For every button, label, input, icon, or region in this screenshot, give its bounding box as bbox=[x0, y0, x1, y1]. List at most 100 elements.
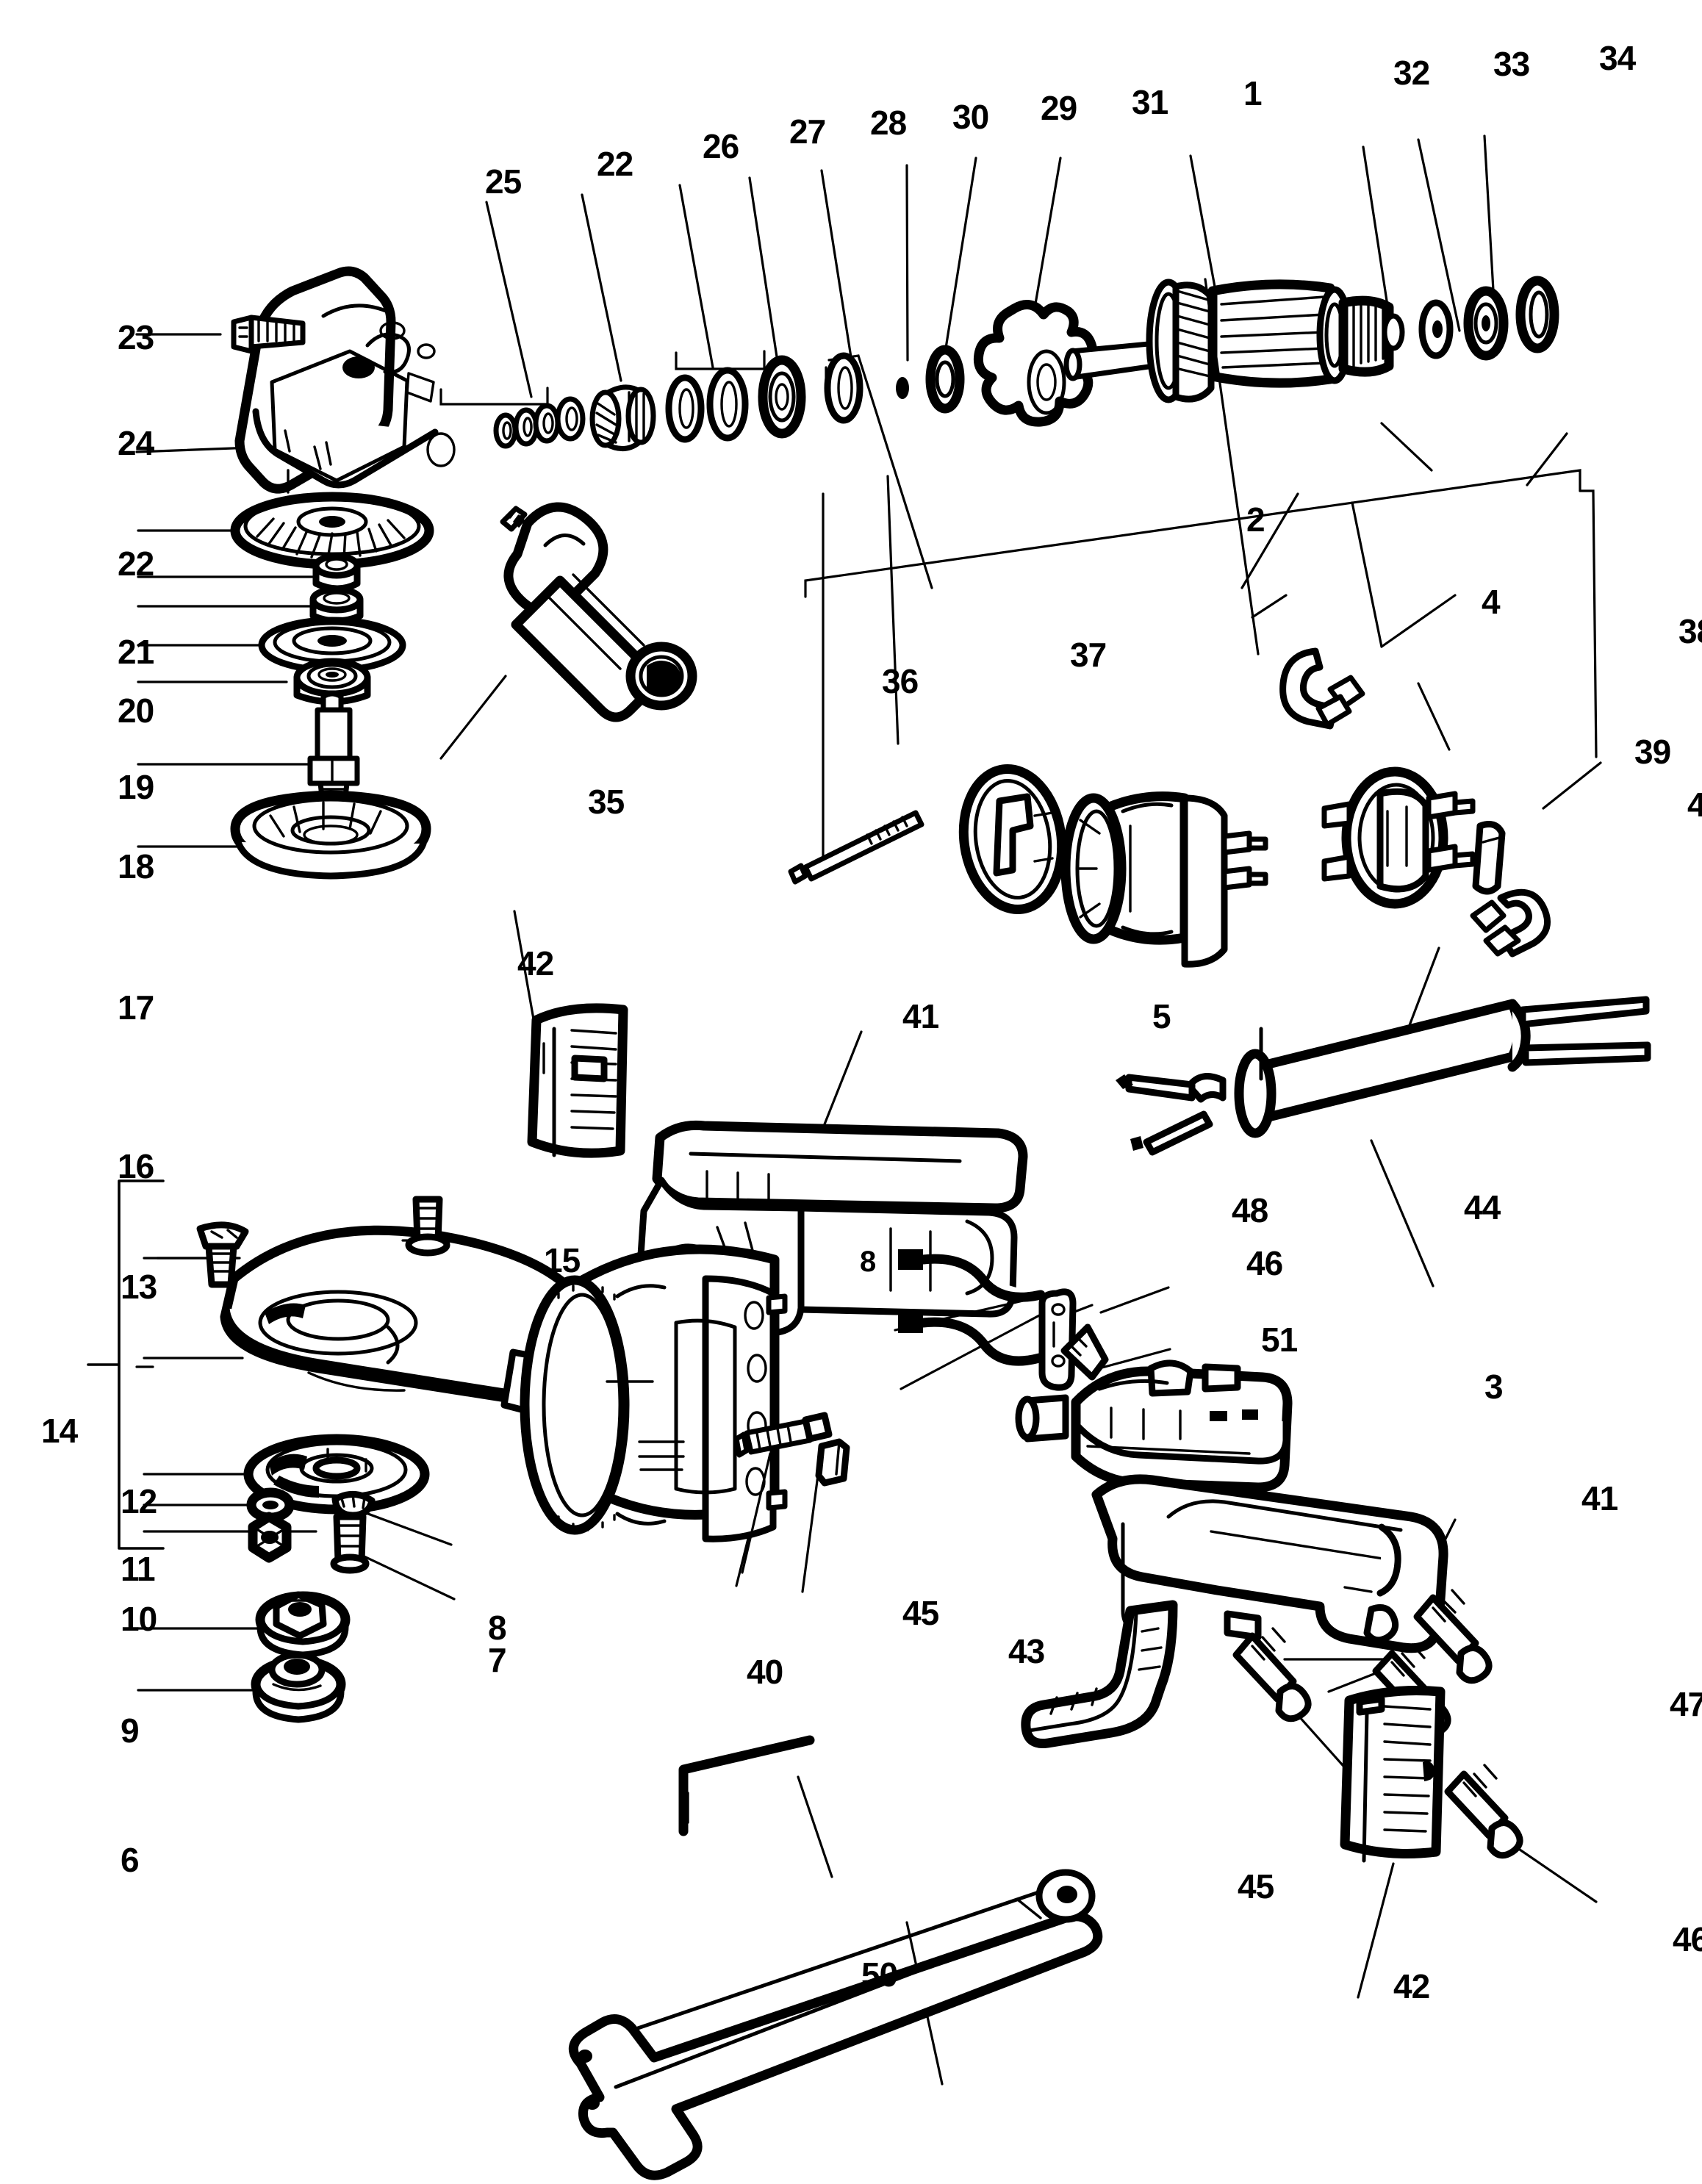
field-group-bracket-2 bbox=[804, 278, 1602, 861]
guard-screw-15 bbox=[401, 1196, 481, 1257]
callout-clamp-nut-9: 9 bbox=[121, 1711, 140, 1750]
callout-bearing-plate-19: 19 bbox=[118, 768, 154, 806]
callout-bearing-33: 33 bbox=[1493, 45, 1530, 83]
callout-power-cord-set-44: 44 bbox=[1464, 1188, 1501, 1226]
callout-ball-30: 30 bbox=[952, 98, 989, 136]
field-assembly-2 bbox=[1060, 791, 1268, 968]
callout-carbon-brush-39: 39 bbox=[1634, 733, 1671, 771]
callout-side-handle-35: 35 bbox=[588, 783, 625, 821]
backing-flange-6 bbox=[137, 1651, 346, 1723]
callout-guard-clamp-bolt-7: 7 bbox=[488, 1641, 507, 1679]
brush-holder-assembly-38 bbox=[1321, 766, 1476, 909]
spindle-key-43 bbox=[801, 1438, 850, 1593]
callout-seal-washer-20: 20 bbox=[118, 692, 154, 730]
callout-handle-screw-45: 45 bbox=[1238, 1867, 1274, 1905]
svg-text:8: 8 bbox=[860, 1246, 876, 1278]
callout-handle-screw-set-47: 47 bbox=[1670, 1685, 1702, 1723]
callout-field-screw-36: 36 bbox=[882, 662, 919, 700]
callout-lock-washer-11: 11 bbox=[121, 1550, 156, 1588]
bearing-33 bbox=[1463, 286, 1509, 361]
gear-case-screw-23 bbox=[231, 315, 306, 354]
callout-bearing-retaining-ring-34: 34 bbox=[1599, 39, 1636, 77]
callout-gear-case-screw-23: 23 bbox=[118, 318, 154, 356]
armature-1 bbox=[1063, 279, 1405, 403]
guard-clamp-nut-8 bbox=[331, 1491, 453, 1546]
callout-vent-cover-42: 42 bbox=[517, 944, 554, 983]
callout-guard-screw-15: 15 bbox=[544, 1241, 581, 1279]
callout-housing-screw-45: 45 bbox=[902, 1594, 939, 1632]
callout-brush-spring-4: 4 bbox=[1687, 786, 1702, 824]
motor-housing-40 bbox=[520, 1244, 788, 1587]
callout-lead-wire-set-51: 51 bbox=[1261, 1321, 1298, 1359]
seal-21 bbox=[312, 553, 361, 592]
guard-clamp-bolt-7 bbox=[330, 1513, 456, 1601]
callout-handle-half-41: 41 bbox=[902, 997, 939, 1035]
callout-brush-spring-4: 4 bbox=[1482, 583, 1501, 621]
callout-gear-and-pinion-set-22: 22 bbox=[597, 145, 633, 183]
callout-vent-cover-screw-46: 46 bbox=[1673, 1920, 1702, 1958]
pin-spanner-wrench-49 bbox=[569, 1869, 1103, 2180]
callout-motor-housing-40: 40 bbox=[747, 1653, 783, 1691]
callout-field-assembly-2: 2 bbox=[1246, 500, 1265, 539]
left-stack-leaders bbox=[137, 529, 319, 848]
vent-cover-42-upper bbox=[513, 910, 628, 1158]
callout-bearing-retainer-27: 27 bbox=[789, 112, 826, 151]
callout-bearing-29: 29 bbox=[1041, 89, 1077, 127]
clamp-nut-9 bbox=[137, 1591, 351, 1659]
callout-baffle-31: 31 bbox=[1132, 83, 1168, 121]
brush-spring-4-lower bbox=[1470, 888, 1551, 958]
callout-cord-clamp-screw-46: 46 bbox=[1246, 1244, 1283, 1282]
handle-screw-45-lower bbox=[1232, 1627, 1362, 1787]
washer-32 bbox=[1418, 299, 1454, 359]
callout-gear-case-16: 16 bbox=[118, 1147, 154, 1185]
hex-key-50 bbox=[678, 1735, 833, 1878]
carbon-brush-39 bbox=[1472, 821, 1506, 895]
switch-3 bbox=[1015, 1359, 1293, 1492]
hex-nut-10 bbox=[248, 1512, 292, 1563]
callout-baffle-plate-37: 37 bbox=[1070, 636, 1107, 674]
callout-guard-clamp-ring-12: 12 bbox=[121, 1482, 157, 1520]
callout-gear-case-cover-24: 24 bbox=[118, 424, 154, 462]
callout-cord-clamp-48: 48 bbox=[1232, 1191, 1268, 1229]
retaining-ring-34 bbox=[1515, 276, 1559, 353]
side-handle-35 bbox=[439, 502, 697, 760]
vent-cover-screw-46-lower bbox=[1444, 1764, 1598, 1903]
callout-guard-clamp-screw-13: 13 bbox=[121, 1268, 157, 1306]
power-cord-44 bbox=[1116, 946, 1651, 1287]
callout-fan-and-gear-22: 22 bbox=[118, 545, 154, 583]
gear-case-cover-24 bbox=[234, 266, 456, 494]
callout-flat-washer-28: 28 bbox=[870, 104, 907, 142]
leader-lines-top bbox=[135, 134, 1496, 453]
housing-screw-45 bbox=[733, 1412, 833, 1574]
callout-armature-1: 1 bbox=[1243, 74, 1263, 112]
callout-handle-cover-41: 41 bbox=[1581, 1479, 1618, 1517]
callout-guard-clamp-nut-8: 8 bbox=[488, 1609, 507, 1647]
washer-bearing-stack bbox=[493, 300, 1098, 451]
callout-backing-flange-6: 6 bbox=[121, 1841, 140, 1879]
brush-spring-4-upper bbox=[1279, 647, 1365, 730]
baffle-plate-37 bbox=[958, 764, 1067, 915]
callout-spindle-key-43: 43 bbox=[1008, 1632, 1045, 1670]
seal-washer-20 bbox=[309, 586, 364, 625]
callout-spindle-17: 17 bbox=[118, 988, 154, 1027]
lead-wires-51 bbox=[894, 1249, 1046, 1390]
callout-spacer-washer-set-26: 26 bbox=[703, 127, 739, 165]
field-screw-36 bbox=[788, 810, 924, 885]
cord-clamp-screw-46 bbox=[1060, 1323, 1171, 1381]
callout-ball-bearing-18: 18 bbox=[118, 847, 154, 886]
callout-shim-washer-set-25: 25 bbox=[485, 162, 522, 201]
baffle-31 bbox=[973, 300, 1098, 427]
callout-washer-32: 32 bbox=[1393, 54, 1430, 92]
callout-guard-assembly-14: 14 bbox=[41, 1412, 78, 1450]
callout-brush-holder-assembly-38: 38 bbox=[1678, 612, 1702, 650]
handle-cover-41-lower bbox=[1021, 1474, 1457, 1749]
callout-strain-relief-5: 5 bbox=[1152, 997, 1171, 1035]
callout-vent-cover-42: 42 bbox=[1393, 1967, 1430, 2005]
gear-case-16 bbox=[230, 790, 431, 880]
callout-switch-3: 3 bbox=[1484, 1368, 1504, 1406]
callout-hex-key-wrench-50: 50 bbox=[861, 1955, 898, 1994]
callout-seal-21: 21 bbox=[118, 633, 154, 671]
vent-cover-42-lower bbox=[1340, 1686, 1446, 1999]
